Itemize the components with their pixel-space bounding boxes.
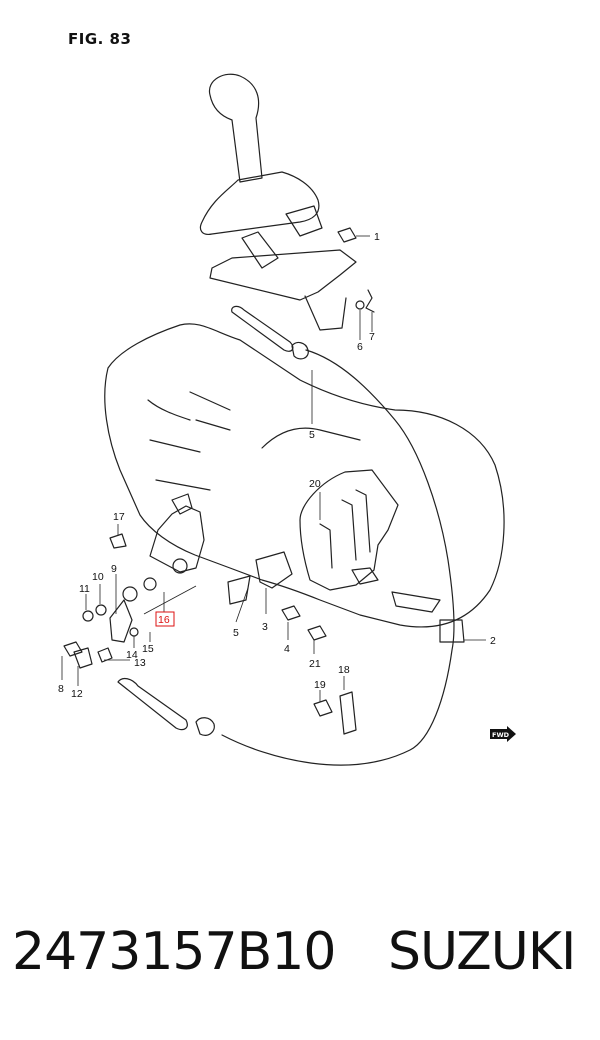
footer-band <box>0 865 600 1040</box>
callout-5-upper: 5 <box>309 429 315 441</box>
cable-upper-boot <box>231 305 294 352</box>
exploded-view-drawing: 1 2 3 4 5 5 6 7 8 9 10 11 12 13 14 15 16… <box>58 73 505 766</box>
callout-14: 14 <box>126 649 138 661</box>
callout-6: 6 <box>357 341 363 353</box>
fwd-label: FWD <box>492 731 510 739</box>
callout-11: 11 <box>79 583 90 595</box>
callout-7: 7 <box>369 331 375 343</box>
callout-8: 8 <box>58 683 64 695</box>
lower-bracket <box>339 691 357 735</box>
shifter-bracket <box>209 249 357 301</box>
callout-3: 3 <box>262 621 268 633</box>
callout-16: 16 <box>158 614 170 626</box>
callout-16-highlight-box <box>155 611 175 627</box>
callout-4: 4 <box>284 643 290 655</box>
figure-title: FIG. 83 <box>68 30 132 48</box>
part-number: 2473157B10 <box>12 922 336 982</box>
cable-lower-boot <box>117 677 188 731</box>
mounting-plate <box>255 551 293 589</box>
callout-13: 13 <box>134 657 146 669</box>
forward-arrow-icon: FWD <box>490 726 516 742</box>
callout-17: 17 <box>113 511 125 523</box>
callout-21: 21 <box>309 658 321 670</box>
callout-9: 9 <box>111 563 117 575</box>
cable-clip <box>227 575 251 605</box>
parts-diagram: FIG. 83 <box>58 30 516 766</box>
callout-18: 18 <box>338 664 350 676</box>
callout-10: 10 <box>92 571 104 583</box>
callout-15: 15 <box>142 643 154 655</box>
callout-2: 2 <box>490 635 496 647</box>
shift-knob <box>208 73 263 183</box>
brand-name: SUZUKI <box>388 922 576 982</box>
selector-lever <box>149 505 205 573</box>
transmission-case <box>104 323 505 628</box>
callout-1: 1 <box>374 231 380 243</box>
callout-5-lower: 5 <box>233 627 239 639</box>
callout-20: 20 <box>309 478 321 490</box>
callout-12: 12 <box>71 688 83 700</box>
cable-bracket <box>299 469 399 591</box>
shift-boot <box>199 171 320 235</box>
callout-19: 19 <box>314 679 326 691</box>
